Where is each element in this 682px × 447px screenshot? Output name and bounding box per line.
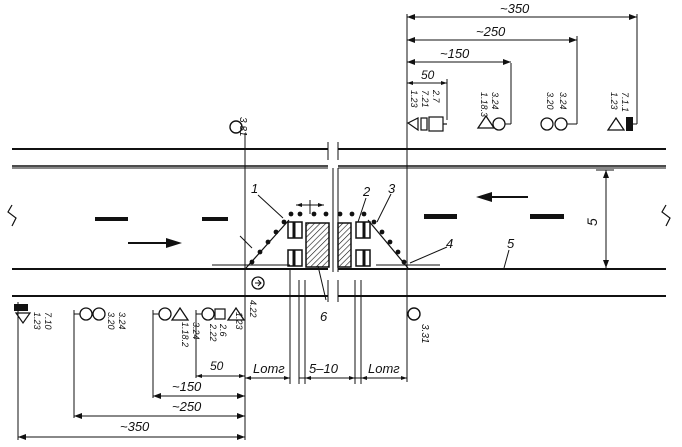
taper-offset-dim [239,200,324,249]
direction-arrow-right [128,238,182,248]
top-sign-far-left-text: 3.31 [237,117,248,136]
top-sign-a-line2: 7.21 [420,90,430,108]
bottom-dimensions: 50 ~150 ~250 ~350 Lотг 5–10 Lотг [18,268,407,440]
callout-6: 6 [320,309,328,324]
bottom-dim-lotr-right: Lотг [368,361,400,376]
bottom-signs: 1.23 7.10 3.20 3.24 1.18.2 3.24 2.22 2.6… [14,272,430,440]
bottom-sign-e-line1: 1.23 [234,312,244,330]
top-sign-b-line1: 1.18.3 [479,92,489,117]
top-signs: 3.31 1.23 7.21 2.7 1.18.3 3.24 3.20 3.24… [229,14,638,382]
top-dim-150: ~150 [440,46,470,61]
bottom-sign-b-line1: 3.20 [106,312,116,330]
top-dim-250: ~250 [476,24,506,39]
lane-markings [95,214,564,221]
work-zone [287,221,371,268]
bottom-sign-e-line2: 4.22 [248,300,258,318]
top-dim-350: ~350 [500,1,530,16]
top-sign-c-line2: 3.24 [558,92,568,110]
top-sign-a-line1: 1.23 [409,90,419,108]
callout-1: 1 [251,181,258,196]
callout-5: 5 [507,236,515,251]
bottom-sign-c-line1: 1.18.2 [180,322,190,347]
top-sign-d-line1: 1.23 [609,92,619,110]
top-dim-50: 50 [421,68,435,82]
road-width-dim: 5 [584,169,614,268]
bottom-dim-250: ~250 [172,399,202,414]
callout-3: 3 [388,181,396,196]
top-sign-c-line1: 3.20 [545,92,555,110]
callout-2: 2 [362,184,371,199]
bottom-sign-a-line1: 1.23 [32,312,42,330]
top-dimensions: ~350 ~250 ~150 50 [407,1,637,120]
top-sign-b-line2: 3.24 [490,92,500,110]
direction-arrow-left [476,192,528,202]
bottom-dim-350: ~350 [120,419,150,434]
road-width-label: 5 [584,218,600,226]
warning-lamps [249,211,407,265]
bottom-sign-a-line2: 7.10 [43,312,53,330]
bottom-sign-right-text: 3.31 [419,324,430,343]
bottom-sign-d-line2: 2.6 [218,323,228,337]
bottom-sign-b-line2: 3.24 [117,312,127,330]
bottom-dim-gap: 5–10 [309,361,339,376]
bottom-sign-d-line1: 2.22 [208,323,218,342]
top-sign-a-line3: 2.7 [431,89,441,104]
taper-lines [212,219,440,269]
callouts: 1 2 3 4 5 6 [251,181,515,324]
bottom-dim-150: ~150 [172,379,202,394]
top-sign-d-line2: 7.1.1 [620,92,630,112]
callout-4: 4 [446,236,453,251]
bottom-dim-lotr-left: Lотг [253,361,285,376]
bottom-dim-50: 50 [210,359,224,373]
road [7,142,671,302]
